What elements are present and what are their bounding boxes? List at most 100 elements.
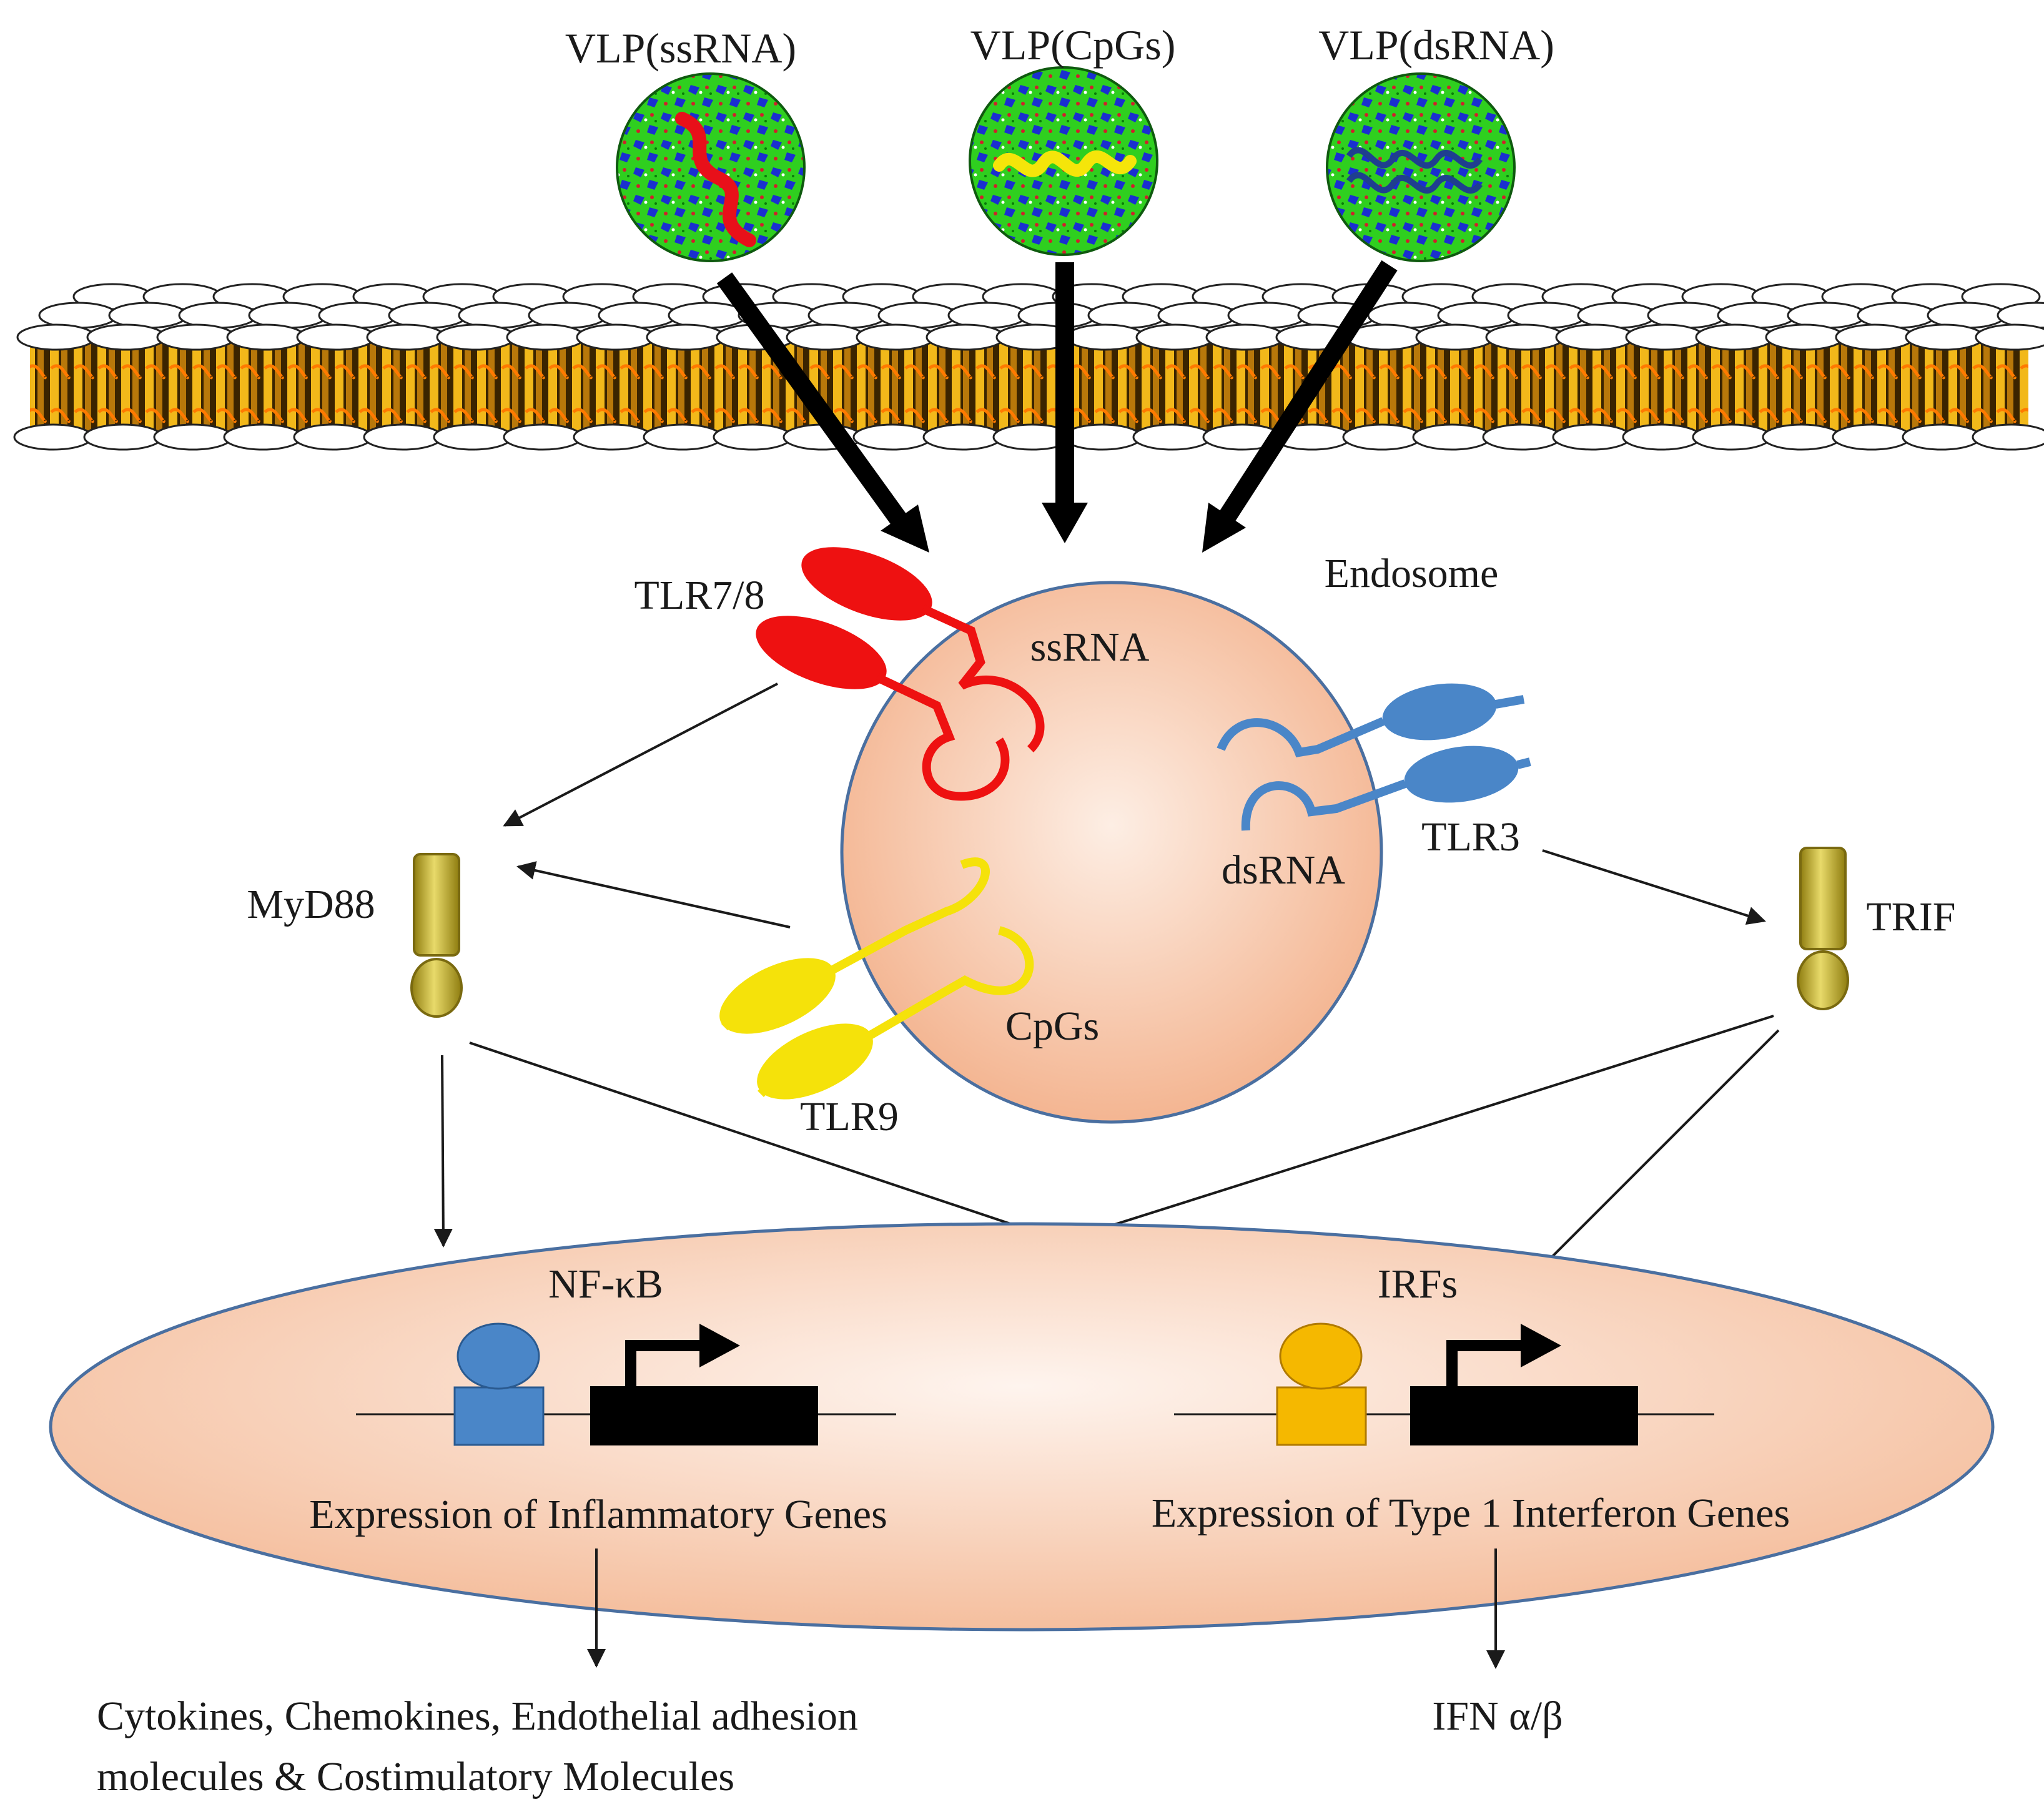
lipid-head — [223, 423, 303, 451]
lipid-head — [16, 323, 96, 351]
vlp-cpgs-label: VLP(CpGs) — [970, 21, 1176, 69]
lipid-head — [1695, 323, 1775, 351]
lipid-head — [1692, 423, 1772, 451]
arrow-myd88-to-nucleus — [433, 1055, 453, 1248]
tlr3-ectodomain-bottom — [1404, 746, 1519, 803]
lipid-head — [1412, 423, 1492, 451]
nfkb-promoter-arrow-icon — [699, 1324, 740, 1367]
tlr9-stalk-bottom — [866, 926, 1034, 1041]
dsrna-label: dsRNA — [1222, 847, 1345, 893]
lipid-head — [153, 423, 233, 451]
lipid-head — [506, 323, 586, 351]
nfkb-factor-head — [457, 1322, 540, 1390]
lipid-head — [433, 423, 513, 451]
irf-promoter-line — [1446, 1340, 1527, 1386]
myd88-head — [410, 958, 463, 1018]
lipid-head — [1205, 323, 1285, 351]
lipid-head — [1972, 423, 2044, 451]
myd88-adaptor: MyD88 — [247, 853, 463, 1018]
myd88-body — [413, 853, 460, 957]
endosome-label: Endosome — [1325, 551, 1499, 596]
lipid-head — [503, 423, 583, 451]
tlr78-unit-bottom — [756, 616, 1010, 801]
lipid-head — [1835, 323, 1915, 351]
tlr9-stalk-top — [828, 857, 990, 975]
tlr9-label: TLR9 — [800, 1094, 899, 1140]
lipid-head — [1415, 323, 1495, 351]
nfkb-promoter-line — [625, 1340, 706, 1386]
lipid-head — [643, 423, 723, 451]
lipid-head — [1625, 323, 1705, 351]
tlr3-tip-top — [1494, 695, 1525, 709]
lipid-head — [576, 323, 656, 351]
interferon-genes-label: Expression of Type 1 Interferon Genes — [1152, 1490, 1790, 1536]
lipid-head — [1905, 323, 1985, 351]
lipid-head — [363, 423, 443, 451]
lipid-head — [1832, 423, 1912, 451]
tlr9-tip-bottom — [758, 1086, 768, 1097]
irfs-label: IRFs — [1378, 1261, 1458, 1307]
vlp-ssrna: VLP(ssRNA) — [565, 24, 806, 262]
tlr3-stalk-bottom — [1241, 779, 1407, 831]
lipid-heads-top — [16, 283, 2044, 351]
ssrna-label: ssRNA — [1030, 624, 1150, 670]
lipid-tails — [30, 342, 2028, 436]
arrow-tlr9-to-myd88 — [516, 861, 791, 928]
tlr9-tip-top — [721, 1021, 731, 1030]
entry-arrow-dsrna — [1216, 260, 1398, 527]
tlr78-stalk-top — [921, 604, 1045, 752]
tlr3-ectodomain-top — [1382, 683, 1497, 741]
lipid-head — [1065, 323, 1145, 351]
arrow-tlr78-to-myd88 — [503, 682, 778, 827]
cpg-strand — [993, 150, 1137, 177]
tlr78-label: TLR7/8 — [634, 573, 765, 618]
trif-adaptor: TRIF — [1797, 847, 1956, 1010]
lipid-head — [646, 323, 726, 351]
inflammatory-output-line2: molecules & Costimulatory Molecules — [97, 1754, 734, 1800]
lipid-head — [436, 323, 516, 351]
lipid-head — [1342, 423, 1422, 451]
lipid-head — [1555, 323, 1635, 351]
lipid-head — [296, 323, 376, 351]
lipid-head — [1062, 423, 1142, 451]
nucleus: NF-κB Expression of Inflammatory Genes I… — [49, 1222, 1995, 1632]
lipid-head — [1765, 323, 1845, 351]
dsrna-strand-a — [1346, 147, 1483, 169]
tlr9-ectodomain-bottom — [757, 1023, 873, 1100]
irf-promoter-arrow-icon — [1521, 1324, 1561, 1367]
tlr3-label: TLR3 — [1421, 814, 1520, 860]
entry-arrowhead-dsrna — [1202, 503, 1246, 553]
trif-body — [1799, 847, 1847, 950]
dsrna-strand-b — [1346, 172, 1483, 194]
ssrna-strand — [675, 112, 756, 247]
lipid-head — [1975, 323, 2044, 351]
nfkb-factor-base — [453, 1386, 545, 1446]
outputs: Cytokines, Chemokines, Endothelial adhes… — [97, 1549, 1563, 1800]
tlr78-ectodomain-bottom — [756, 616, 887, 689]
tlr3-receptor: TLR3 dsRNA — [1217, 683, 1531, 893]
lipid-head — [713, 423, 792, 451]
lipid-head — [1902, 423, 1982, 451]
inflammatory-genes-label: Expression of Inflammatory Genes — [309, 1492, 887, 1537]
lipid-head — [1482, 423, 1562, 451]
capsid-dsrna — [1326, 72, 1516, 262]
lipid-head — [1135, 323, 1215, 351]
lipid-head — [1132, 423, 1212, 451]
trif-head — [1797, 950, 1849, 1010]
nfkb-gene-box — [590, 1386, 818, 1445]
lipid-head — [926, 323, 1005, 351]
lipid-head — [156, 323, 236, 351]
irf-gene-module: IRFs Expression of Type 1 Interferon Gen… — [1152, 1261, 1790, 1536]
lipid-heads-bottom — [13, 423, 2044, 451]
tlr9-receptor: TLR9 CpGs — [719, 857, 1099, 1140]
vlp-cpgs: VLP(CpGs) — [969, 21, 1176, 256]
tlr78-receptor: TLR7/8 ssRNA — [634, 547, 1150, 801]
arrow-tlr3-to-trif — [1542, 849, 1766, 925]
lipid-head — [83, 423, 163, 451]
tlr78-stalk-bottom — [876, 673, 1010, 801]
tlr3-stalk-top — [1217, 717, 1385, 757]
lipid-head — [86, 323, 166, 351]
entry-arrow-ssrna — [716, 272, 911, 530]
lipid-head — [1552, 423, 1632, 451]
